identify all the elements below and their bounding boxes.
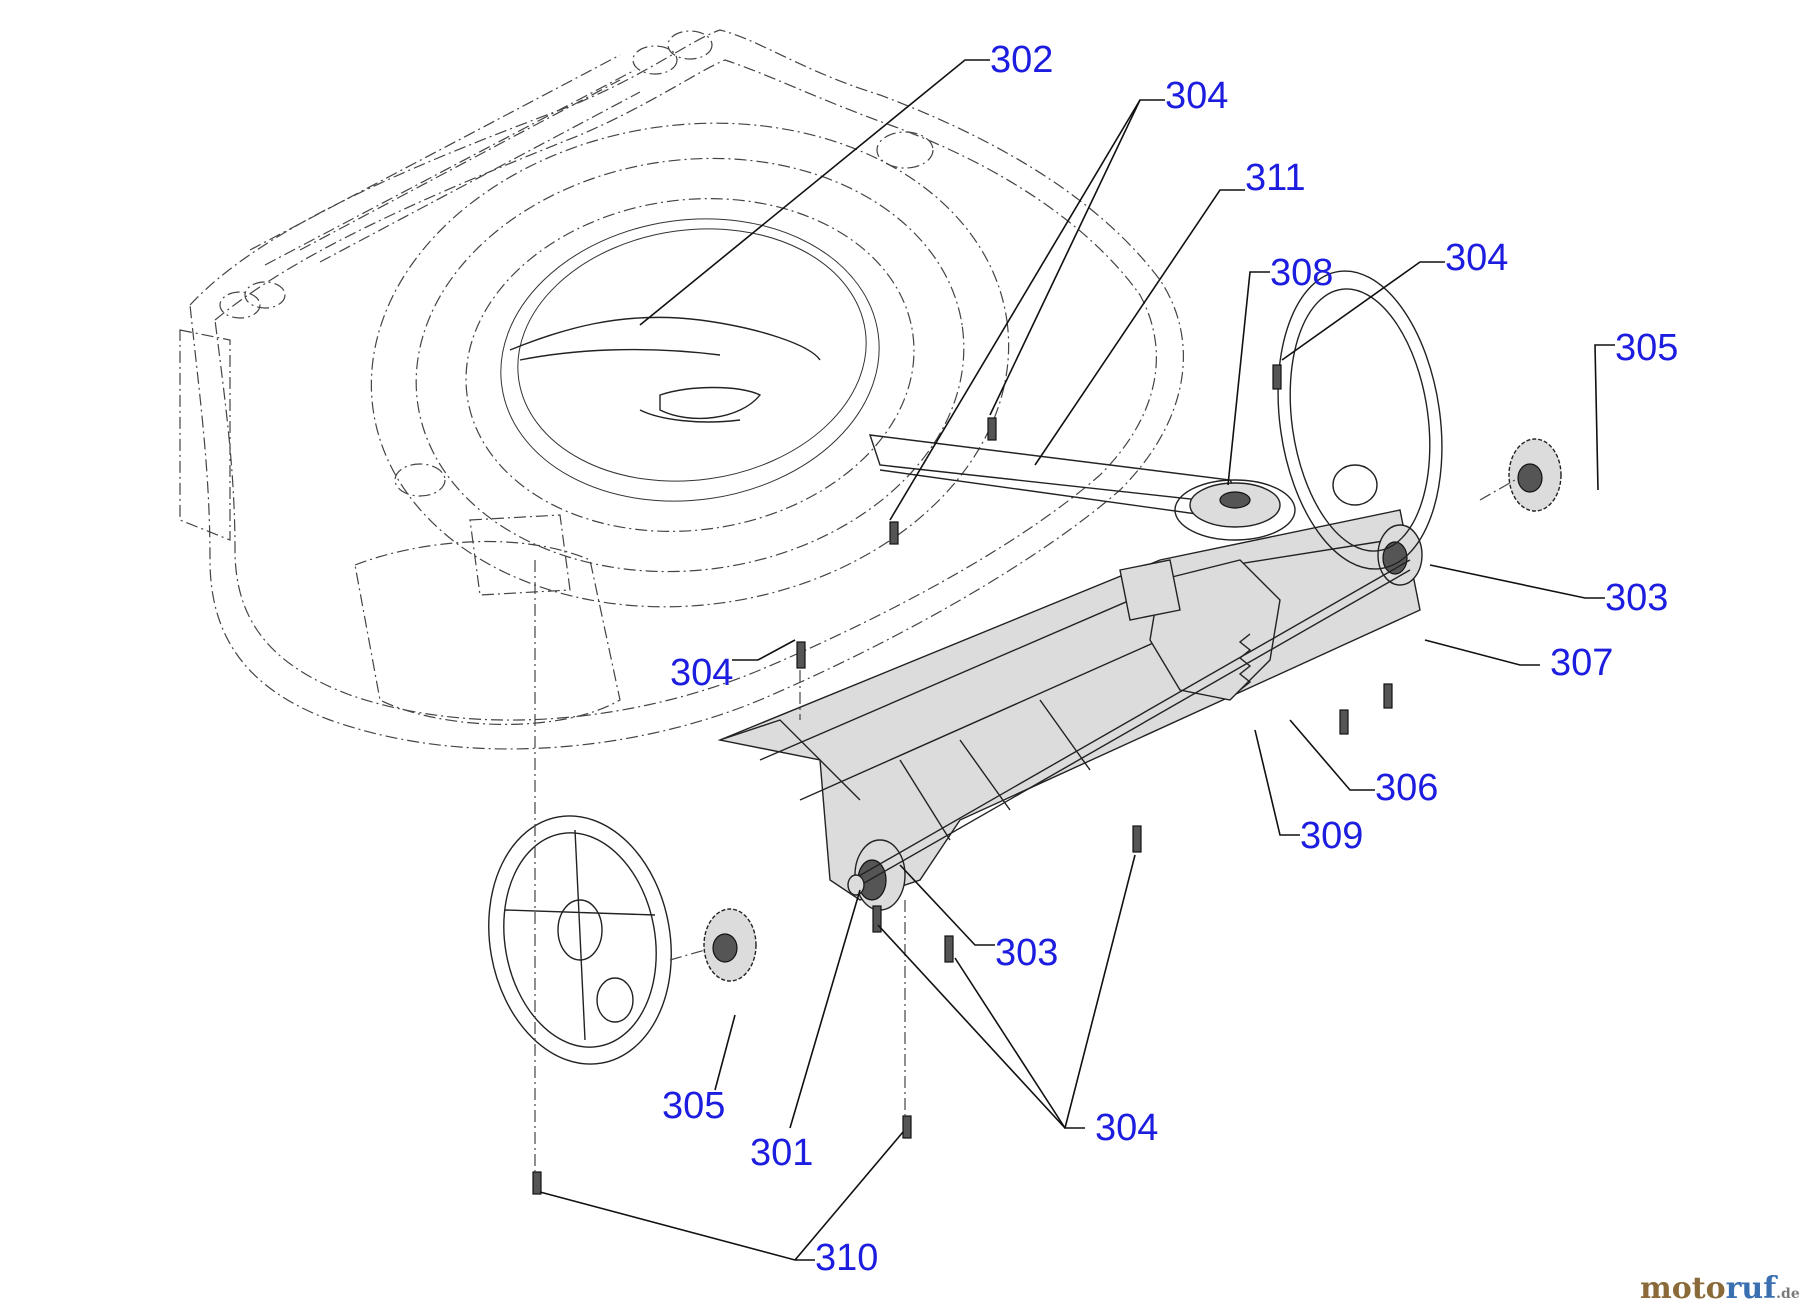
pulley: [1174, 479, 1296, 541]
callout-labels: 302 304 311 308 304 305 303 307 304 306 …: [662, 39, 1678, 1279]
callout-304-top: 304: [1165, 75, 1228, 117]
callout-305-right: 305: [1615, 327, 1678, 369]
callout-310: 310: [815, 1237, 878, 1279]
callout-305-bottom: 305: [662, 1085, 725, 1127]
callout-306: 306: [1375, 767, 1438, 809]
transmission-housing: [717, 509, 1423, 911]
leader-lines: [539, 59, 1615, 1261]
mower-deck: [179, 29, 1184, 750]
watermark-part1: moto: [1640, 1271, 1726, 1306]
callout-303-right: 303: [1605, 577, 1668, 619]
watermark-part2: ruf: [1726, 1271, 1779, 1306]
watermark-suffix: .de: [1776, 1286, 1800, 1302]
callout-311: 311: [1245, 157, 1306, 199]
pinion-gear-left: [703, 908, 757, 982]
assembly-lines: [534, 479, 1516, 1175]
callout-304-right: 304: [1445, 237, 1508, 279]
drive-belt: [868, 434, 1247, 521]
svg-text:motoruf.de: motoruf.de: [1640, 1271, 1800, 1306]
callout-301: 301: [750, 1132, 813, 1174]
wheel-left: [488, 815, 672, 1065]
callout-304-bottom: 304: [1095, 1107, 1158, 1149]
wheel-right: [1277, 270, 1443, 570]
bolts: [532, 364, 1393, 1195]
callout-309: 309: [1300, 815, 1363, 857]
watermark-logo: motoruf.de: [1640, 1271, 1800, 1306]
callout-307: 307: [1550, 642, 1613, 684]
callout-304-left: 304: [670, 652, 733, 694]
callout-302: 302: [990, 39, 1053, 81]
callout-308: 308: [1270, 252, 1333, 294]
callout-303-bottom: 303: [995, 932, 1058, 974]
spring: [1238, 633, 1252, 691]
pinion-gear-right: [1508, 438, 1562, 512]
